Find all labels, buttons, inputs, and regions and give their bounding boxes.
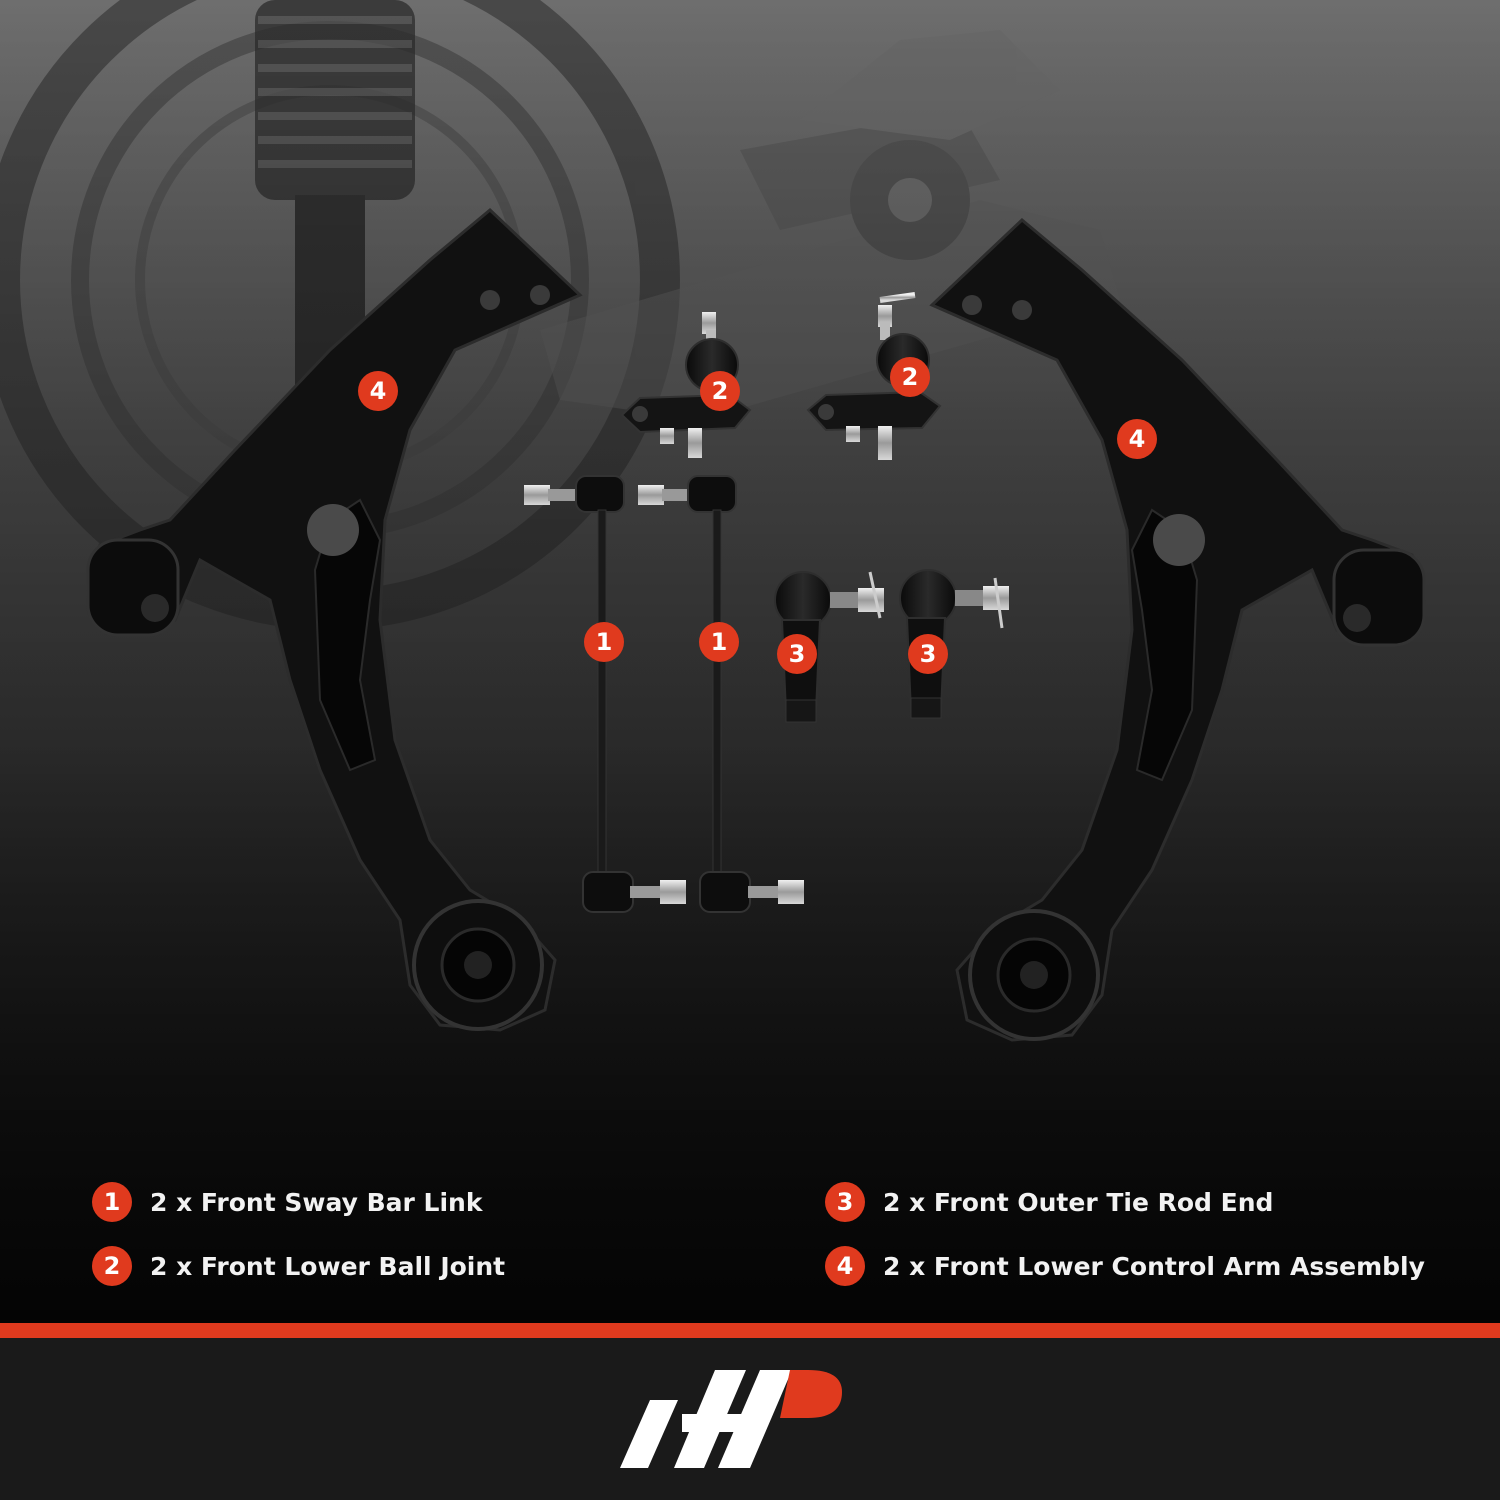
accent-bar [0,1323,1500,1338]
logo-crossbar [682,1414,760,1432]
sway-bar-link-right [638,475,804,913]
ball-joint-left [620,312,752,458]
logo-slash-left [620,1400,678,1468]
badge-tie-rod-end-right: 3 [908,634,948,674]
sway-bar-link-left [524,475,686,913]
badge-ball-joint-left: 2 [700,371,740,411]
brand-logo [620,1370,842,1468]
control-arm-left [86,207,583,1032]
logo-p-bowl [780,1370,842,1418]
badge-control-arm-right: 4 [1117,419,1157,459]
control-arm-right [929,217,1426,1042]
badge-sway-bar-link-right: 1 [699,622,739,662]
badge-tie-rod-end-left: 3 [777,634,817,674]
badge-control-arm-left: 4 [358,371,398,411]
badge-sway-bar-link-left: 1 [584,622,624,662]
badge-ball-joint-right: 2 [890,357,930,397]
